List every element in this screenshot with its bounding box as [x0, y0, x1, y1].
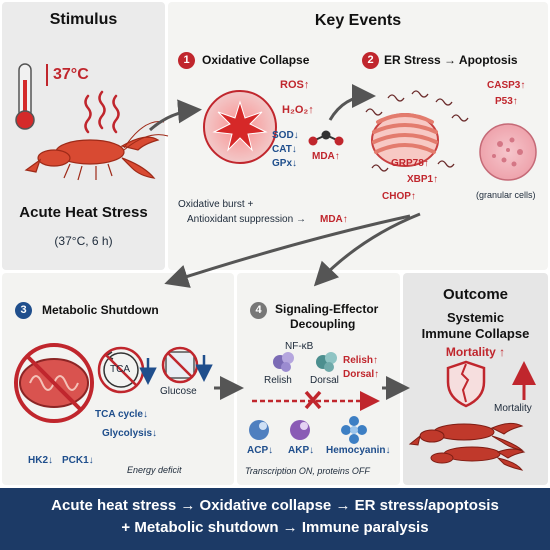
crayfish-outcome-icon: [408, 422, 526, 471]
oxidative-note-mda: MDA↑: [320, 214, 348, 225]
step3-title: Metabolic Shutdown: [42, 303, 159, 317]
acp-icon: [249, 420, 269, 440]
step4-title-line1: Signaling-Effector: [275, 302, 379, 316]
crayfish-stimulus-icon: [24, 121, 169, 181]
arrow-to-metabolic: [164, 214, 411, 288]
summary-footer: Acute heat stress → Oxidative collapse →…: [0, 488, 550, 550]
tca-cycle-label: TCA cycle↓: [95, 409, 148, 420]
footer-line2: + Metabolic shutdown → Immune paralysis: [121, 519, 429, 536]
ros-label: ROS↑: [280, 79, 310, 91]
stimulus-panel: [2, 2, 165, 270]
misfolded-protein-icons: [365, 90, 469, 172]
mda-label: MDA↑: [312, 151, 340, 162]
key-events-title: Key Events: [314, 12, 402, 29]
outcome-line1: Systemic: [446, 310, 505, 325]
acp-label: ACP↓: [247, 445, 274, 456]
arrow-to-signaling: [313, 212, 421, 287]
hemocyanin-label: Hemocyanin↓: [326, 445, 391, 456]
hemocyanin-icon: [341, 416, 367, 444]
block-x-icon: [304, 390, 322, 410]
gpx-label: GPx↓: [272, 158, 298, 169]
footer-line1: Acute heat stress → Oxidative collapse →…: [51, 497, 499, 514]
arrow-mda-to-er: [328, 84, 376, 121]
oxidative-note-line1: Oxidative burst +: [178, 199, 254, 210]
oxidative-burst-icon: [203, 90, 277, 164]
tca-label: TCA: [110, 364, 130, 375]
temperature-label: 37°C: [53, 66, 89, 83]
granular-cell-icon: [479, 123, 537, 181]
glucose-icon: [161, 346, 199, 384]
step1-title: Oxidative Collapse: [202, 53, 310, 67]
step1-badge: 1: [178, 52, 195, 69]
mda-molecule-icon: [308, 130, 344, 146]
thermometer-icon: [15, 63, 35, 130]
sod-label: SOD↓: [272, 130, 299, 141]
no-symbol-mito-icon: [14, 343, 94, 423]
outcome-line2: Immune Collapse: [421, 326, 530, 341]
er-structure-icon: [371, 113, 439, 167]
outcome-title: Outcome: [442, 286, 508, 303]
casp3-label: CASP3↑: [487, 80, 526, 91]
p53-label: P53↑: [495, 96, 518, 107]
step3-badge: 3: [15, 302, 32, 319]
heat-waves-icon: [84, 90, 120, 134]
akp-icon: [290, 420, 310, 440]
pck1-label: PCK1↓: [62, 455, 94, 466]
relish-up-label: Relish↑: [343, 355, 379, 366]
glycolysis-label: Glycolysis↓: [102, 428, 158, 439]
broken-shield-icon: [446, 360, 486, 408]
chop-label: CHOP↑: [382, 191, 416, 202]
granular-cells-label: (granular cells): [476, 190, 536, 200]
grp78-label: GRP78↑: [391, 158, 429, 169]
stimulus-main-label: Acute Heat Stress: [19, 204, 148, 221]
mortality-label: Mortality: [494, 403, 532, 414]
dorsal-protein-icon: [316, 352, 337, 372]
stimulus-title: Stimulus: [49, 11, 118, 28]
cat-label: CAT↓: [272, 144, 297, 155]
oxidative-note-line2: Antioxidant suppression →: [187, 214, 306, 225]
decoupling-note: Transcription ON, proteins OFF: [245, 466, 370, 476]
relish-label: Relish: [264, 375, 292, 386]
step4-title-line2: Decoupling: [290, 317, 356, 331]
arrow-stimulus-to-oxidative: [148, 99, 202, 132]
dorsal-label: Dorsal: [310, 375, 339, 386]
mortality-headline: Mortality ↑: [445, 345, 506, 359]
h2o2-label: H₂O₂↑: [282, 104, 314, 116]
step4-badge: 4: [250, 302, 267, 319]
hk2-label: HK2↓: [28, 455, 54, 466]
nfkb-label: NF-κB: [285, 341, 314, 352]
glucose-label: Glucose: [160, 386, 197, 397]
energy-deficit-label: Energy deficit: [127, 465, 182, 475]
stimulus-sub-label: (37°C, 6 h): [54, 234, 113, 248]
akp-label: AKP↓: [288, 445, 315, 456]
step2-title: ER Stress → Apoptosis: [384, 53, 518, 67]
relish-protein-icon: [273, 352, 294, 372]
temp-divider: [46, 64, 48, 86]
xbp1-label: XBP1↑: [407, 174, 439, 185]
step2-badge: 2: [362, 52, 379, 69]
dorsal-up-label: Dorsal↑: [343, 369, 380, 380]
